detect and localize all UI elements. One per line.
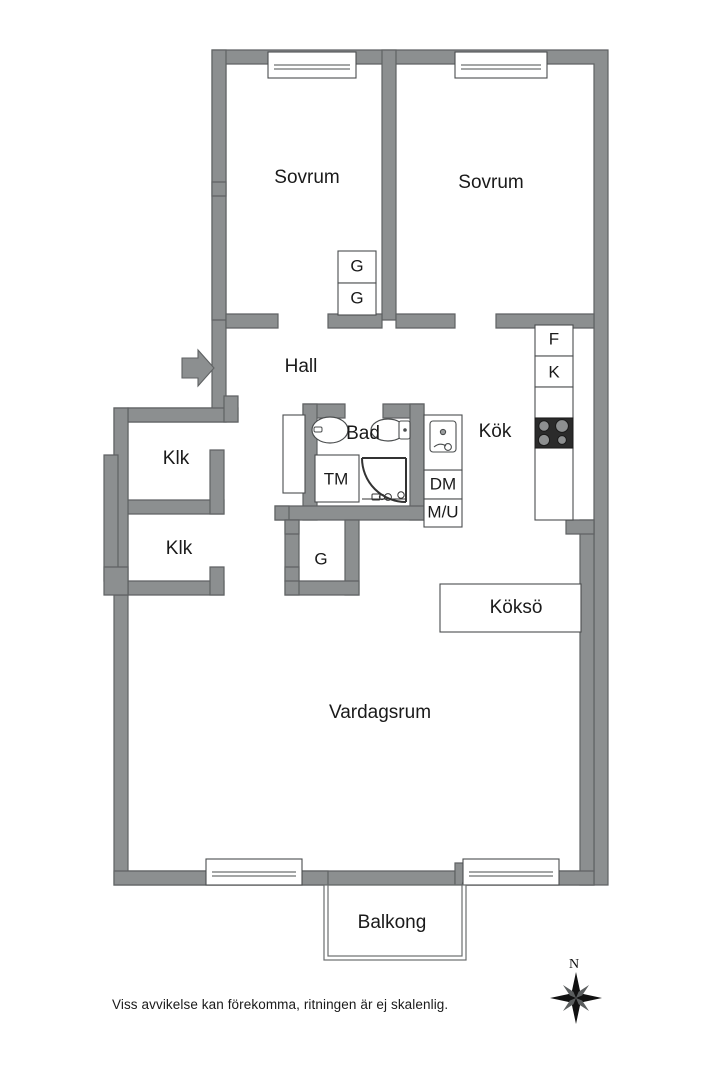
label-dishwasher: DM <box>430 474 456 493</box>
room-label-balkong: Balkong <box>358 912 427 933</box>
room-label-sovrum-1: Sovrum <box>274 167 339 188</box>
room-label-hall: Hall <box>285 356 318 377</box>
wall-g-hall-notch-bottom <box>284 566 300 582</box>
entrance-arrow-icon <box>181 348 215 388</box>
room-label-klk-2: Klk <box>166 538 193 559</box>
label-kitchen-island: Köksö <box>490 597 543 618</box>
balcony-outline <box>323 884 467 961</box>
box-bathtub-strip <box>282 414 306 494</box>
box-dishwasher <box>423 469 463 500</box>
label-freezer: F <box>549 329 559 348</box>
wall-bad-outer-left <box>274 505 290 521</box>
toilet-icon <box>370 418 411 442</box>
label-wardrobe-hall: G <box>314 549 327 568</box>
label-wardrobe-lower: G <box>350 288 363 307</box>
room-labels: Sovrum Sovrum Hall Bad Kök Klk Klk Varda… <box>163 167 524 933</box>
compass-north-label: N <box>569 957 580 972</box>
sink-icon <box>429 420 457 453</box>
room-label-kok: Kök <box>479 421 512 442</box>
box-freezer <box>534 324 574 357</box>
room-label-sovrum-2: Sovrum <box>458 172 523 193</box>
wall-bad-right <box>409 403 425 521</box>
box-counter-blank <box>534 386 574 419</box>
window-living-left <box>205 858 303 886</box>
wall-klk-left-notch <box>103 454 119 582</box>
box-washer <box>314 454 360 503</box>
wall-klk-bottom-stub <box>209 566 225 596</box>
wall-klk-top <box>127 407 239 423</box>
bathroom-fixtures <box>311 416 411 503</box>
wall-kok-right-step <box>565 519 595 535</box>
label-microwave-oven: M/U <box>427 502 458 521</box>
room-label-klk-1: Klk <box>163 448 190 469</box>
box-wardrobe-lower <box>337 282 377 316</box>
box-wardrobe-upper <box>337 250 377 284</box>
washbasin-icon <box>311 416 349 444</box>
label-wardrobe-upper: G <box>350 256 363 275</box>
window-sovrum-1 <box>267 51 357 79</box>
window-sovrum-2 <box>454 51 548 79</box>
box-counter-lower <box>534 447 574 521</box>
fixture-labels: G G G F K TM DM M/U Köksö <box>314 256 560 618</box>
box-microwave-oven <box>423 498 463 528</box>
room-label-vardagsrum: Vardagsrum <box>329 702 431 723</box>
wall-between-bedrooms <box>381 49 397 321</box>
compass-rose-icon <box>546 968 606 1028</box>
box-fridge <box>534 355 574 388</box>
wall-sovrum1-bottom <box>225 313 279 329</box>
wall-klk-mid-stub <box>209 449 225 515</box>
wall-left-upper-step <box>211 181 227 197</box>
stove-icon <box>534 417 574 449</box>
disclaimer-note: Viss avvikelse kan förekomma, ritningen … <box>112 997 449 1012</box>
shower-icon <box>361 457 407 503</box>
windows-group <box>205 51 560 886</box>
wall-bad-bottom <box>274 505 425 521</box>
wall-sovrum2-bottom <box>395 313 456 329</box>
label-washer: TM <box>324 469 349 488</box>
label-fridge: K <box>548 362 560 381</box>
room-label-bad: Bad <box>346 423 380 444</box>
wall-klk-join-bottom <box>103 566 129 596</box>
wall-kok-right-jog <box>579 519 595 886</box>
wall-wardrobe-base <box>327 313 383 329</box>
window-living-right <box>462 858 560 886</box>
wall-klk-top-stub <box>223 395 239 423</box>
box-kitchen-island <box>439 583 582 633</box>
wall-g-hall-notch-top <box>284 519 300 535</box>
